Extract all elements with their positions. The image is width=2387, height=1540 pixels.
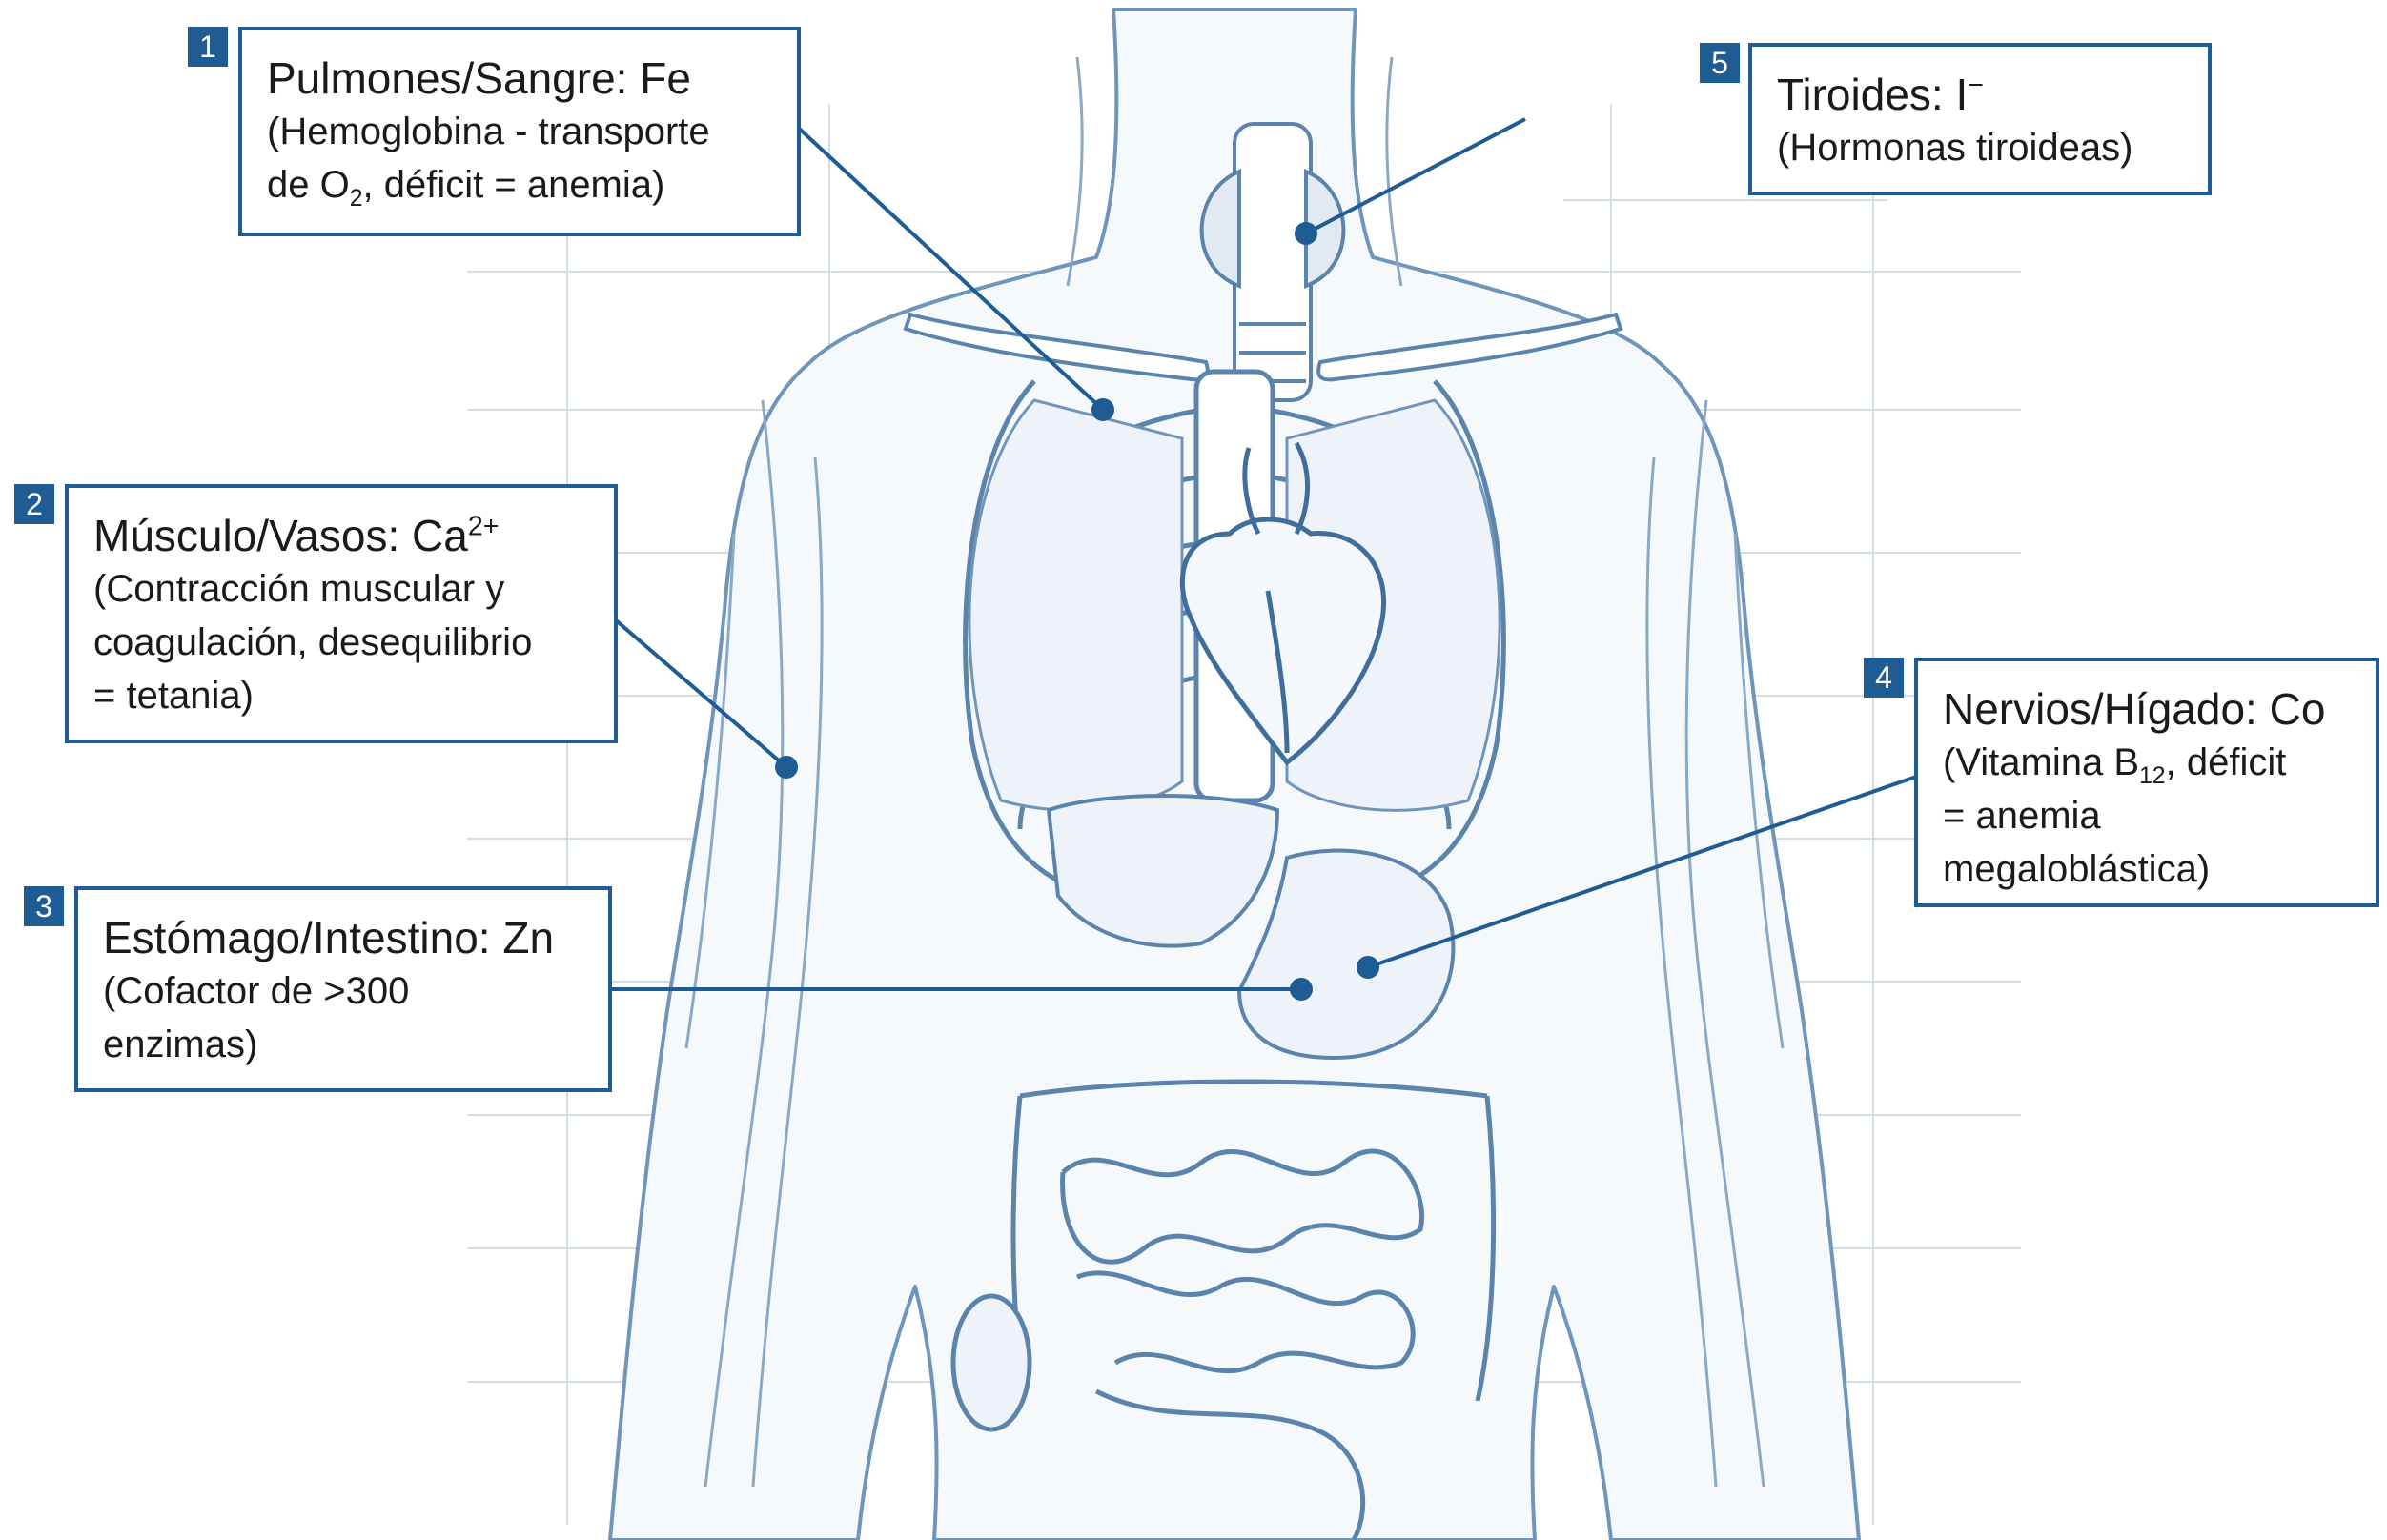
marker-lungs xyxy=(1091,398,1114,421)
callout-description: (Contracción muscular y coagulación, des… xyxy=(93,562,589,722)
callout-title: Pulmones/Sangre: Fe xyxy=(267,51,772,105)
callout-title: Nervios/Hígado: Co xyxy=(1943,682,2351,736)
callout-description: (Hemoglobina - transporte de O2, déficit… xyxy=(267,105,772,212)
callout-title: Estómago/Intestino: Zn xyxy=(103,911,583,964)
callout-thyroid-iodine: Tiroides: I− (Hormonas tiroideas) xyxy=(1748,43,2212,195)
callout-nerves-cobalt: Nervios/Hígado: Co (Vitamina B12, défici… xyxy=(1914,658,2379,907)
marker-arm xyxy=(775,756,798,779)
callout-description: (Cofactor de >300 enzimas) xyxy=(103,964,583,1071)
callout-title: Tiroides: I− xyxy=(1777,68,2183,121)
callout-badge-4: 4 xyxy=(1864,658,1904,698)
marker-liver xyxy=(1357,956,1379,979)
callout-stomach-zinc: Estómago/Intestino: Zn (Cofactor de >300… xyxy=(74,886,612,1092)
callout-badge-1: 1 xyxy=(188,27,228,67)
callout-description: (Vitamina B12, déficit = anemia megalobl… xyxy=(1943,736,2351,896)
callout-badge-2: 2 xyxy=(14,484,54,524)
callout-title: Músculo/Vasos: Ca2+ xyxy=(93,509,589,562)
callout-lungs-iron: Pulmones/Sangre: Fe (Hemoglobina - trans… xyxy=(238,27,801,236)
marker-stomach xyxy=(1290,978,1313,1001)
callout-description: (Hormonas tiroideas) xyxy=(1777,121,2183,174)
marker-thyroid xyxy=(1295,222,1317,245)
callout-badge-5: 5 xyxy=(1700,43,1740,83)
callout-badge-3: 3 xyxy=(24,886,64,926)
callout-muscle-calcium: Músculo/Vasos: Ca2+ (Contracción muscula… xyxy=(65,484,618,743)
